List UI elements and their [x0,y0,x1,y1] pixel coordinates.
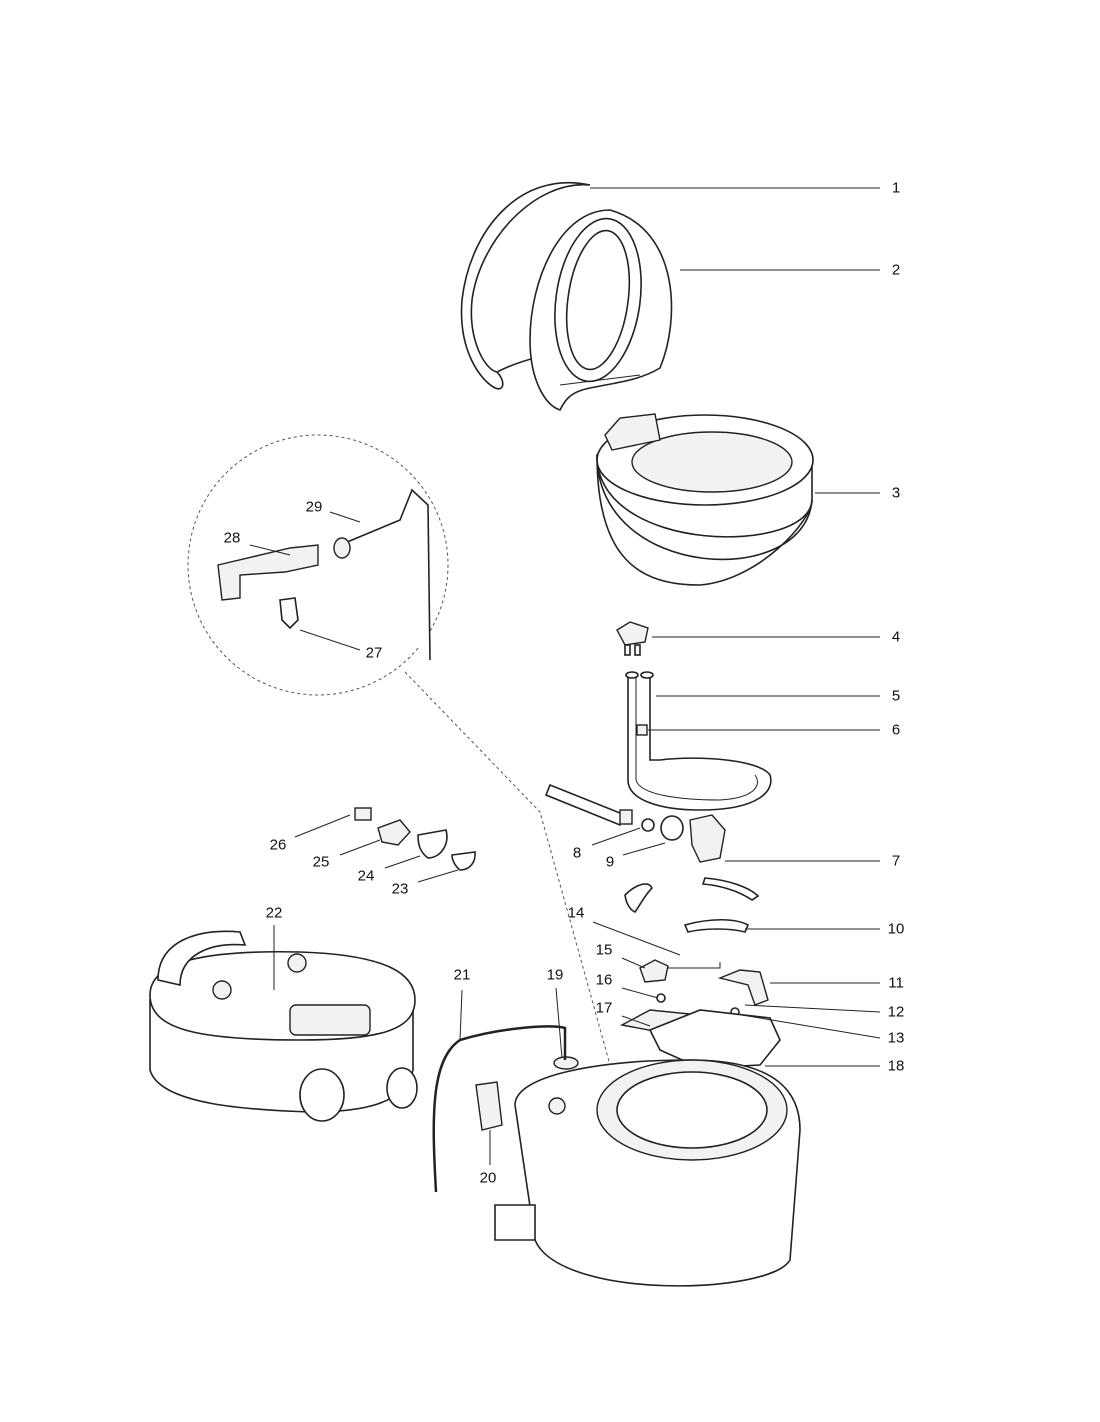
callout-22: 22 [265,904,283,922]
callout-6: 6 [891,721,901,739]
callout-12: 12 [887,1003,905,1021]
part-6-clamp [636,724,648,736]
callout-7: 7 [891,852,901,870]
part-29-tube [339,488,431,661]
callout-10: 10 [887,920,905,938]
callout-11: 11 [888,974,904,992]
part-11-handle [717,969,769,1006]
callout-14: 14 [567,904,585,922]
callout-23: 23 [391,880,409,898]
callout-20: 20 [479,1169,497,1187]
part-16-washer [656,993,666,1003]
part-23-cap [451,851,476,871]
callout-25: 25 [312,853,330,871]
part-26-clip [354,807,372,821]
callout-13: 13 [887,1029,905,1047]
callout-3: 3 [891,484,901,502]
callout-18: 18 [887,1057,905,1075]
callout-4: 4 [891,628,901,646]
part-24-cover [417,829,448,859]
part-27-hook [279,597,299,630]
part-2-seat [529,209,673,411]
part-21-cable [432,1025,567,1193]
callout-16: 16 [595,971,613,989]
detail-circle [187,434,449,696]
part-28-lever [217,544,319,601]
toilet-base [494,1059,801,1287]
callout-1: 1 [891,179,901,197]
callout-9: 9 [605,853,615,871]
part-20-sensor [475,1081,503,1131]
part-5-hose [625,671,772,811]
part-14-rod [650,962,721,969]
callout-28: 28 [223,529,241,547]
callout-19: 19 [546,966,564,984]
callout-5: 5 [891,687,901,705]
part-18-plate [648,1009,781,1069]
part-10-seal [683,919,750,933]
callout-2: 2 [891,261,901,279]
callout-26: 26 [269,836,287,854]
callout-29: 29 [305,498,323,516]
callout-27: 27 [365,644,383,662]
part-25-housing [377,819,411,846]
detail-leader [404,671,611,1066]
part-7-8-9-fittings [544,783,760,913]
leader-lines [249,187,881,1165]
part-4-valve [616,621,649,656]
part-22-cassette-tank [149,930,418,1122]
callout-8: 8 [572,844,582,862]
part-15-mechanism [639,959,669,983]
part-3-bowl [596,413,814,586]
callout-24: 24 [357,867,375,885]
callout-21: 21 [453,966,471,984]
callout-17: 17 [595,999,613,1017]
callout-15: 15 [595,941,613,959]
